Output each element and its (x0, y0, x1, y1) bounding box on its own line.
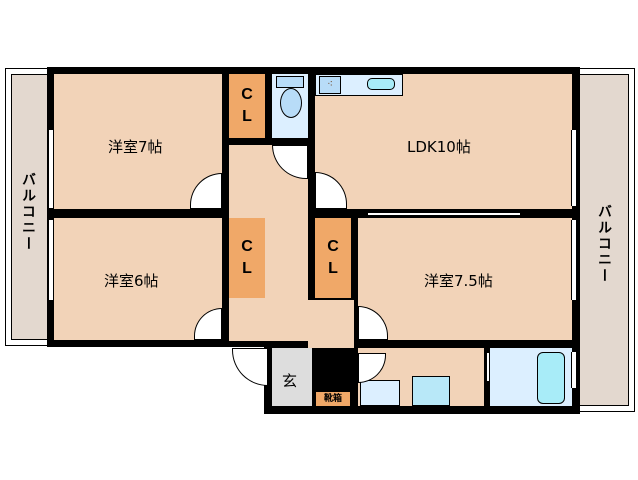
door-washroom[interactable] (358, 353, 386, 383)
entrance (272, 348, 312, 406)
window-ldk (571, 130, 577, 206)
stove-icon: ⁖ (319, 76, 341, 94)
window-western-7-5 (571, 220, 577, 300)
room-ldk (315, 74, 572, 209)
washing-machine (412, 376, 450, 406)
entrance-label: 玄 (282, 372, 298, 390)
sliding-partition-ldk (368, 212, 520, 216)
left-balcony-label: バルコニー (20, 172, 36, 252)
closet-3 (315, 218, 351, 298)
window-western-7 (48, 130, 54, 208)
washbasin (360, 380, 400, 406)
door-bathroom[interactable] (486, 352, 490, 382)
closet-1-label: C L (241, 86, 253, 125)
room-western-6-label: 洋室6帖 (104, 272, 159, 290)
toilet-bowl-icon (280, 88, 302, 118)
room-western-7-5-label: 洋室7.5帖 (424, 272, 493, 290)
right-balcony-label: バルコニー (596, 204, 612, 284)
room-western-6 (54, 218, 222, 340)
closet-1 (229, 74, 265, 138)
window-western-6 (48, 220, 54, 300)
room-western-7 (54, 74, 222, 209)
bathtub-icon (537, 352, 565, 404)
window-bathroom (571, 352, 577, 388)
shoe-box-label: 靴箱 (323, 394, 342, 404)
closet-3-label: C L (327, 238, 339, 277)
hallway-lower (308, 300, 354, 348)
closet-2 (229, 218, 265, 298)
door-entrance[interactable] (232, 348, 268, 386)
right-balcony (575, 74, 629, 406)
toilet-tank-icon (276, 76, 304, 88)
room-western-7-5 (358, 218, 572, 340)
sink-icon (367, 78, 395, 90)
left-balcony (11, 74, 51, 340)
closet-2-label: C L (241, 238, 253, 277)
shoe-box (316, 392, 350, 406)
room-ldk-label: LDK10帖 (407, 138, 471, 156)
room-western-7-label: 洋室7帖 (108, 138, 163, 156)
